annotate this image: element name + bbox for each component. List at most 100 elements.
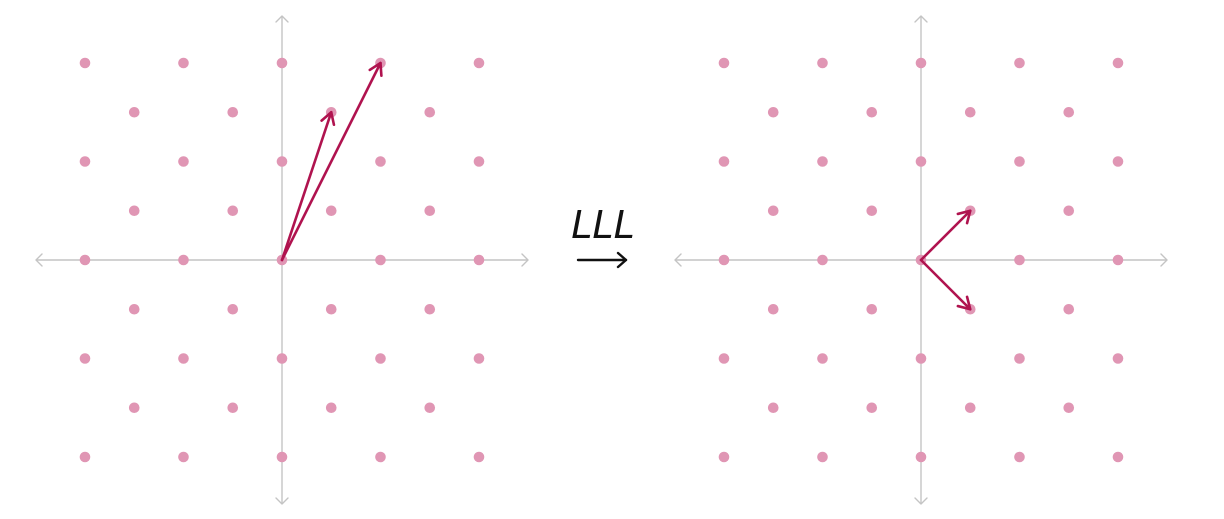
lattice-point [424, 205, 436, 217]
lattice-point [276, 156, 288, 167]
lattice-point [128, 106, 140, 118]
lattice-point [79, 254, 91, 266]
lll-label: LLL [571, 203, 635, 247]
lattice-point [817, 451, 828, 463]
lattice-point [79, 57, 91, 69]
y-axis-down-arrow-icon [914, 497, 928, 505]
x-axis-left-arrow-icon [35, 253, 43, 267]
x-axis-left-arrow-icon [674, 253, 682, 267]
lattice-point [1014, 254, 1025, 266]
y-axis-down-arrow-icon [275, 497, 289, 505]
lattice-point [817, 156, 828, 167]
lattice-point [866, 303, 878, 315]
lattice-point [325, 303, 337, 315]
lattice-panel-before [35, 15, 529, 505]
lattice-point [718, 353, 730, 364]
lattice-point [1014, 57, 1025, 69]
vector-shaft [919, 209, 972, 262]
lattice-point [473, 57, 485, 69]
lattice-points [79, 57, 485, 463]
lattice-point [424, 402, 436, 414]
lattice-point [276, 353, 288, 364]
vector-shaft [280, 61, 382, 262]
lattice-point [718, 156, 730, 167]
basis-vectors [919, 209, 972, 311]
lattice-point [276, 57, 288, 69]
basis-vector-1 [919, 209, 972, 262]
lattice-point [128, 303, 140, 315]
lattice-point [767, 106, 779, 118]
lattice-point [424, 303, 436, 315]
lattice-point [964, 402, 976, 414]
lattice-point [1112, 254, 1124, 266]
basis-vector-2 [280, 61, 383, 262]
lattice-point [767, 303, 779, 315]
lattice-point [79, 156, 91, 167]
lattice-point [866, 106, 878, 118]
lattice-point [718, 451, 730, 463]
lattice-point [128, 402, 140, 414]
lattice-point [79, 451, 91, 463]
lattice-point [178, 254, 189, 266]
lattice-point [817, 57, 828, 69]
x-axis-right-arrow-icon [1160, 253, 1168, 267]
y-axis-up-arrow-icon [275, 15, 289, 23]
lattice-point [178, 353, 189, 364]
arrowhead-icon [368, 61, 383, 78]
lattice-point [718, 57, 730, 69]
lattice-point [915, 156, 927, 167]
lattice-point [325, 402, 337, 414]
lattice-panel-after [674, 15, 1168, 505]
lattice-point [178, 156, 189, 167]
lattice-points [718, 57, 1124, 463]
lattice-point [1112, 353, 1124, 364]
lattice-point [964, 106, 976, 118]
x-axis-right-arrow-icon [521, 253, 529, 267]
lattice-point [1063, 205, 1075, 217]
lattice-point [227, 205, 239, 217]
lattice-point [178, 451, 189, 463]
basis-vectors [280, 61, 383, 262]
lattice-point [915, 57, 927, 69]
vector-shaft [919, 258, 972, 311]
lattice-point [473, 156, 485, 167]
lattice-point [128, 205, 140, 217]
lattice-point [1112, 451, 1124, 463]
lattice-point [375, 156, 386, 167]
lattice-point [375, 451, 386, 463]
lattice-point [915, 451, 927, 463]
lattice-point [1063, 303, 1075, 315]
lattice-point [79, 353, 91, 364]
lattice-point [325, 205, 337, 217]
lattice-point [718, 254, 730, 266]
lattice-point [473, 353, 485, 364]
lattice-point [1112, 156, 1124, 167]
lattice-point [767, 205, 779, 217]
arrowhead-icon [956, 295, 972, 311]
lattice-point [915, 353, 927, 364]
long-right-arrow-icon [576, 251, 628, 269]
lattice-point [375, 254, 386, 266]
lattice-point [767, 402, 779, 414]
basis-vector-2 [919, 258, 972, 311]
lattice-point [424, 106, 436, 118]
lattice-point [473, 451, 485, 463]
vector-shaft [280, 110, 333, 262]
basis-vector-1 [280, 110, 336, 262]
lattice-point [276, 451, 288, 463]
y-axis-up-arrow-icon [914, 15, 928, 23]
lattice-point [1014, 156, 1025, 167]
lll-operator: LLL [571, 203, 635, 269]
lattice-point [866, 205, 878, 217]
lattice-point [227, 402, 239, 414]
lattice-point [227, 303, 239, 315]
lattice-point [1063, 402, 1075, 414]
lattice-point [375, 353, 386, 364]
lattice-point [178, 57, 189, 69]
lattice-point [473, 254, 485, 266]
lattice-point [1112, 57, 1124, 69]
arrowhead-icon [956, 209, 972, 225]
lattice-point [1014, 451, 1025, 463]
lattice-point [227, 106, 239, 118]
